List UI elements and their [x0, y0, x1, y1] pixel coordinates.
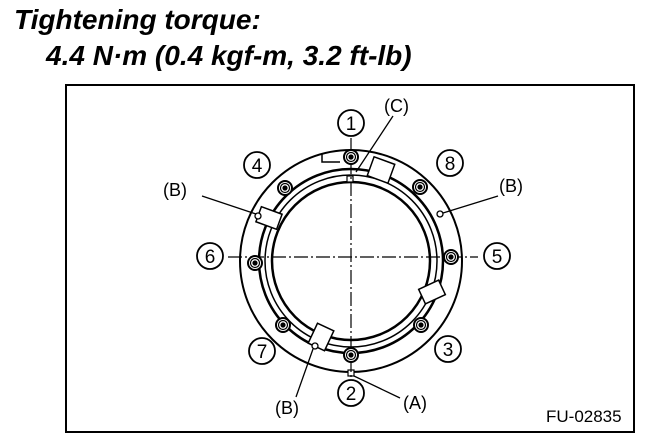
diagram-frame — [65, 84, 635, 433]
label-b-bottom: (B) — [275, 398, 299, 418]
bolts — [247, 149, 459, 363]
label-b-left: (B) — [163, 180, 187, 200]
callout-8-circle — [436, 149, 464, 177]
bolt-4-center — [282, 185, 288, 191]
leader-lines — [201, 115, 499, 399]
leader-b-bottom — [295, 348, 314, 398]
callout-2: 2 — [337, 379, 365, 407]
callout-3: 3 — [434, 335, 462, 363]
rim-tab-right — [417, 279, 447, 305]
callout-4: 4 — [243, 151, 271, 179]
flange-notch — [321, 154, 340, 163]
bolt-8-center — [417, 184, 423, 190]
callout-5: 5 — [483, 242, 511, 270]
label-b-right: (B) — [499, 176, 523, 196]
bolt-1 — [343, 149, 359, 165]
callout-5-circle — [483, 242, 511, 270]
mark-top — [346, 175, 354, 183]
callout-7: 7 — [248, 337, 276, 365]
leader-b-right — [442, 195, 499, 214]
bolt-1-center — [348, 154, 354, 160]
rim-tab-top — [366, 155, 396, 185]
callout-1-number: 1 — [346, 114, 357, 135]
callout-8-number: 8 — [445, 154, 456, 175]
callout-2-number: 2 — [346, 384, 357, 405]
callout-5-number: 5 — [492, 247, 503, 268]
label-a: (A) — [403, 393, 427, 413]
callout-6: 6 — [196, 242, 224, 270]
callout-7-circle — [248, 337, 276, 365]
callout-3-circle — [434, 335, 462, 363]
bolt-3 — [413, 317, 429, 333]
callout-2-circle — [337, 379, 365, 407]
bolt-5 — [443, 249, 459, 265]
callout-1-circle — [337, 109, 365, 137]
leader-a — [353, 375, 401, 399]
leader-b-left — [201, 195, 257, 215]
callout-8: 8 — [436, 149, 464, 177]
torque-heading: Tightening torque: — [14, 4, 261, 35]
leader-c — [355, 115, 394, 173]
label-c: (C) — [384, 96, 409, 116]
bolt-callouts: 1 2 3 4 5 6 7 8 — [196, 109, 511, 407]
callout-1: 1 — [337, 109, 365, 137]
bolt-3-center — [418, 322, 424, 328]
bolt-7-center — [280, 322, 286, 328]
callout-6-circle — [196, 242, 224, 270]
pin-hole-bottom — [311, 342, 319, 350]
callout-3-number: 3 — [443, 340, 454, 361]
torque-value: 4.4 N·m (0.4 kgf-m, 3.2 ft-lb) — [46, 40, 412, 71]
bolt-4 — [277, 180, 293, 196]
bolt-7 — [275, 317, 291, 333]
bolt-2 — [343, 347, 359, 363]
bolt-6-center — [252, 260, 258, 266]
callout-6-number: 6 — [205, 247, 216, 268]
bolt-2-center — [348, 352, 354, 358]
figure-code: FU-02835 — [546, 407, 622, 426]
callout-7-number: 7 — [257, 342, 268, 363]
bolt-5-center — [448, 254, 454, 260]
callout-4-circle — [243, 151, 271, 179]
callout-4-number: 4 — [252, 156, 263, 177]
pin-hole-right — [436, 210, 444, 218]
bolt-8 — [412, 179, 428, 195]
pin-hole-left — [254, 212, 262, 220]
bolt-6 — [247, 255, 263, 271]
